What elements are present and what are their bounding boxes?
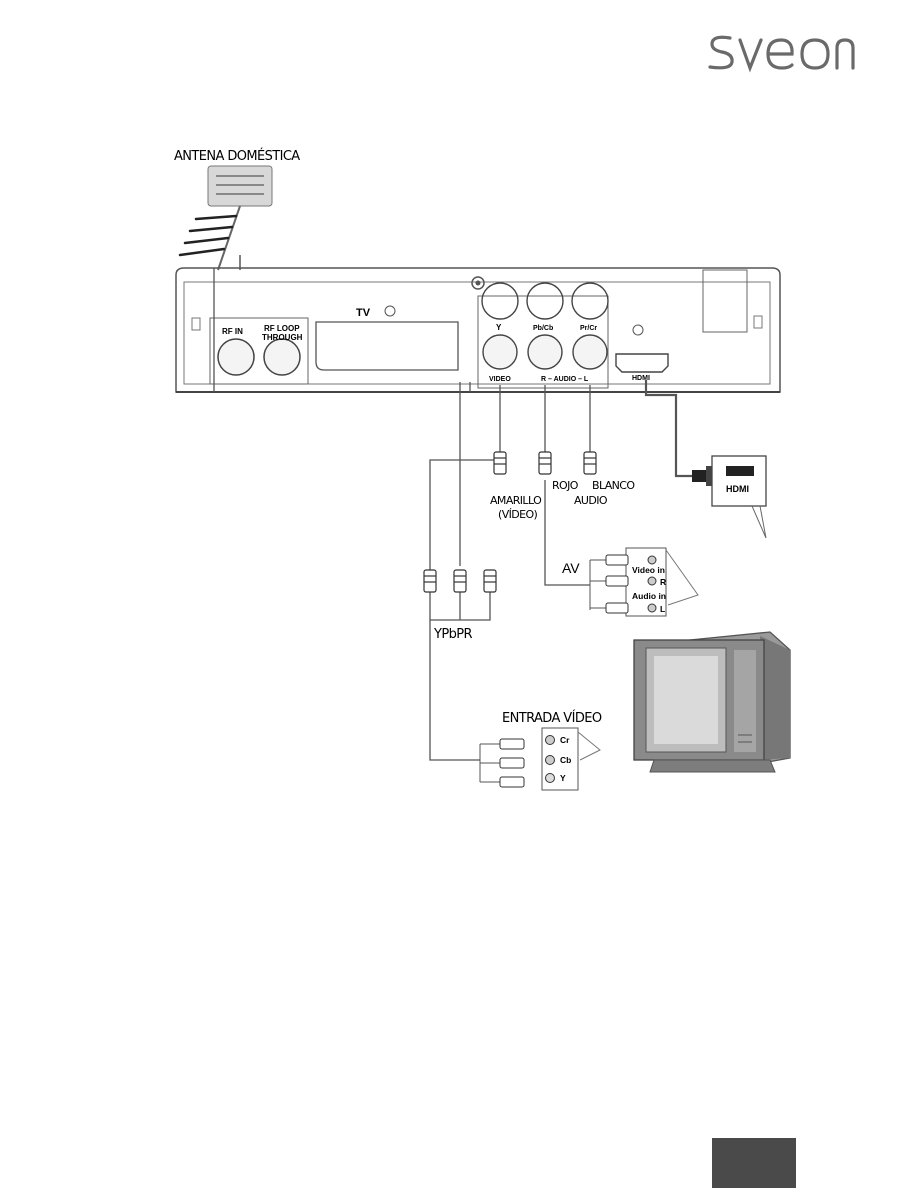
cr-label: Cr <box>560 735 570 745</box>
audio-port-label: R – AUDIO – L <box>541 376 589 383</box>
white-audio-plug <box>583 451 597 475</box>
amarillo-label: AMARILLO <box>490 494 542 507</box>
rojo-label: ROJO <box>552 479 579 492</box>
pb-port-label: Pb/Cb <box>533 325 553 332</box>
antenna-label: ANTENA DOMÉSTICA <box>174 148 300 164</box>
rf-loop-label-2: THROUGH <box>262 333 303 342</box>
rf-in-label: RF IN <box>222 327 243 336</box>
cables <box>213 268 692 761</box>
entrada-video-label: ENTRADA VÍDEO <box>502 710 602 726</box>
audio-l-rca-jack <box>572 334 608 370</box>
pr-port-label: Pr/Cr <box>580 325 597 332</box>
receiver-rear-panel: RF IN RF LOOP THROUGH TV Y Pb/Cb Pr/Cr V… <box>175 267 781 393</box>
cb-label: Cb <box>560 755 571 765</box>
page-number-tab <box>712 1138 796 1188</box>
video-in-label: Video in <box>632 565 665 575</box>
ypbpr-plug-2 <box>453 569 467 593</box>
hdmi-box-label: HDMI <box>726 484 749 494</box>
y-port-label: Y <box>496 323 502 332</box>
y-label: Y <box>560 773 566 783</box>
sveon-logo <box>708 35 855 73</box>
video-paren-label: (VÍDEO) <box>498 508 538 521</box>
yellow-video-plug <box>493 451 507 475</box>
television <box>633 631 791 773</box>
hdmi-input: HDMI <box>692 455 767 539</box>
av-l-label: L <box>660 604 665 614</box>
video-port-label: VIDEO <box>489 376 511 383</box>
home-antenna: ANTENA DOMÉSTICA <box>174 148 301 271</box>
av-input-panel: AV Video in R Audio in L <box>562 547 699 617</box>
ypbpr-plug-1 <box>423 569 437 593</box>
hdmi-port-label: HDMI <box>632 375 650 382</box>
audio-in-label: Audio in <box>632 591 666 601</box>
component-input-panel: ENTRADA VÍDEO Cr Cb Y <box>479 710 602 791</box>
rf-loop-label-1: RF LOOP <box>264 324 300 333</box>
av-label: AV <box>562 560 580 576</box>
video-rca-jack <box>482 334 518 370</box>
rf-loop-connector <box>263 338 301 376</box>
tv-label: TV <box>356 307 371 319</box>
audio-label: AUDIO <box>574 494 608 507</box>
ypbpr-label: YPbPR <box>433 627 472 642</box>
av-r-label: R <box>660 577 666 587</box>
audio-r-rca-jack <box>527 334 563 370</box>
blanco-label: BLANCO <box>592 479 635 492</box>
ypbpr-plug-3 <box>483 569 497 593</box>
rf-in-connector <box>217 338 255 376</box>
rca-plugs <box>423 451 597 593</box>
red-audio-plug <box>538 451 552 475</box>
